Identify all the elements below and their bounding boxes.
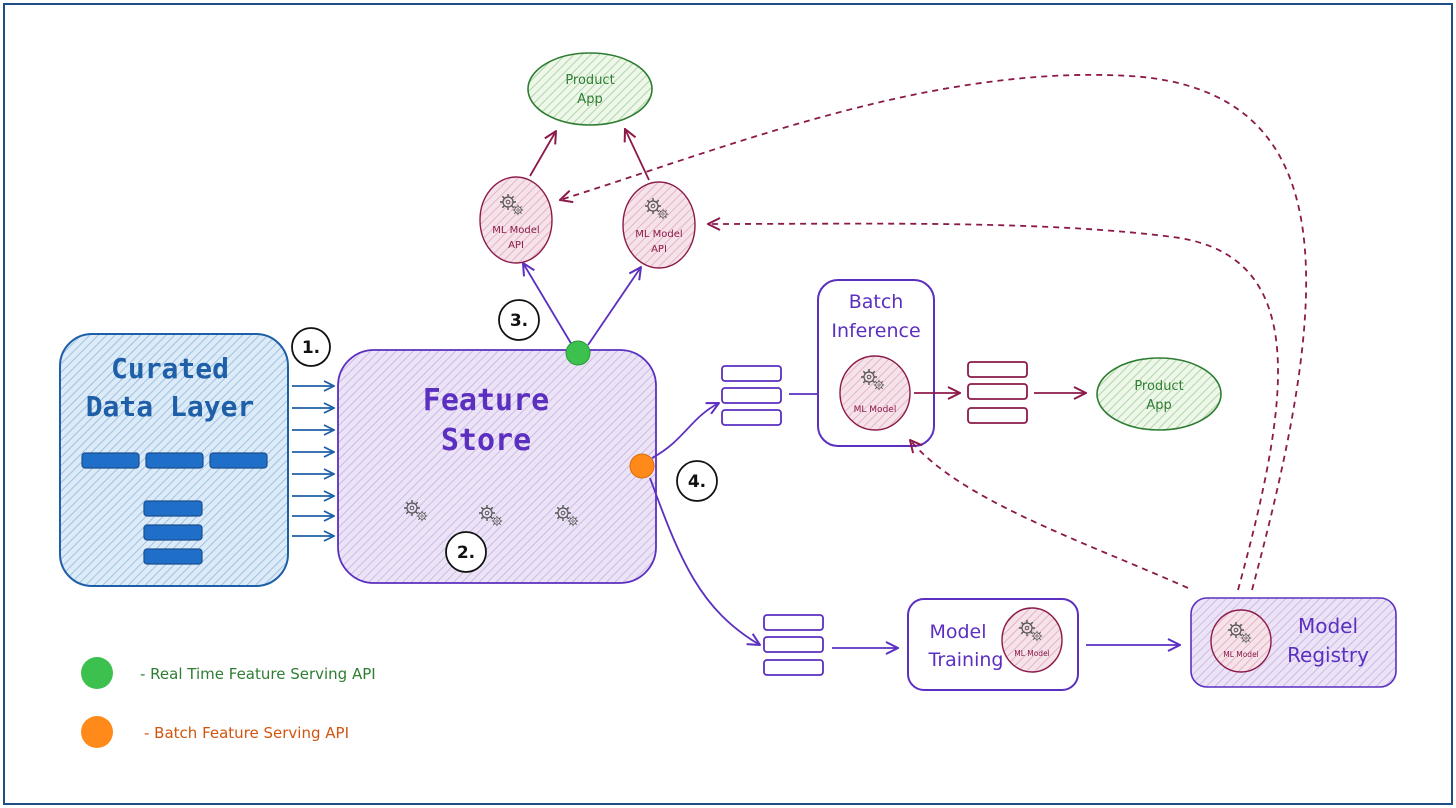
batch-api-dot	[629, 453, 655, 479]
batch-inference-title-line1: Batch	[849, 291, 904, 313]
product-app-top-line2: App	[577, 92, 602, 107]
feature-store-title-line2: Store	[441, 423, 531, 458]
step-4-label: 4.	[688, 472, 706, 492]
model-registry-model-label: ML Model	[1223, 650, 1259, 659]
curated-table-row-icon	[81, 452, 268, 469]
product-app-right-line2: App	[1146, 398, 1171, 413]
model-registry-title-line1: Model	[1298, 614, 1358, 638]
model-registry: ML Model Model Registry	[1190, 597, 1397, 688]
ml-api-left-line1: ML Model	[492, 225, 539, 236]
legend-batch-label: - Batch Feature Serving API	[144, 724, 349, 742]
model-training-model-label: ML Model	[1014, 649, 1050, 658]
legend-batch-dot	[81, 716, 113, 748]
step-2-badge: 2.	[445, 531, 487, 573]
api-to-product-arrows	[529, 129, 650, 181]
realtime-serving-arrows	[523, 263, 641, 346]
step-2-label: 2.	[457, 543, 475, 563]
product-app-right: Product App	[1096, 357, 1222, 431]
step-1-label: 1.	[302, 338, 320, 358]
inference-output-stack	[967, 361, 1028, 424]
realtime-api-dot	[565, 340, 591, 366]
ml-api-right-line1: ML Model	[635, 229, 682, 240]
product-app-right-line1: Product	[1134, 379, 1183, 394]
legend: - Real Time Feature Serving API - Batch …	[81, 657, 376, 748]
curated-table-column-icon	[143, 500, 203, 565]
curated-title-line2: Data Layer	[86, 390, 255, 423]
feature-store-title-line1: Feature	[423, 383, 549, 418]
ml-model-api-right: ML Model API	[622, 181, 696, 269]
legend-realtime-dot	[81, 657, 113, 689]
batch-serving-arrows	[649, 394, 1180, 648]
model-training: Model Training ML Model	[907, 598, 1079, 691]
step-4-badge: 4.	[676, 460, 718, 502]
step-1-badge: 1.	[291, 327, 331, 367]
curated-title-line1: Curated	[111, 352, 229, 385]
step-3-label: 3.	[510, 311, 528, 331]
batch-inference-model-label: ML Model	[854, 405, 897, 415]
batch-inference-title-line2: Inference	[831, 320, 920, 342]
batch-inference: Batch Inference ML Model	[817, 279, 935, 447]
model-registry-title-line2: Registry	[1287, 643, 1369, 667]
ingestion-arrows	[292, 386, 334, 536]
ml-model-api-left: ML Model API	[479, 176, 553, 264]
ml-api-right-line2: API	[651, 244, 667, 255]
ml-api-left-line2: API	[508, 240, 524, 251]
legend-realtime-label: - Real Time Feature Serving API	[140, 665, 376, 683]
feature-store: Feature Store	[337, 349, 657, 584]
curated-data-layer: Curated Data Layer	[59, 333, 289, 587]
batch-data-stack	[721, 365, 782, 426]
outer-frame	[3, 3, 1453, 805]
model-training-title-line2: Training	[928, 649, 1004, 671]
training-data-stack	[763, 614, 824, 676]
model-training-title-line1: Model	[929, 621, 986, 643]
step-3-badge: 3.	[498, 299, 540, 341]
deployment-arrows	[560, 74, 1307, 591]
product-app-top-line1: Product	[565, 73, 614, 88]
product-app-top: Product App	[527, 52, 653, 126]
